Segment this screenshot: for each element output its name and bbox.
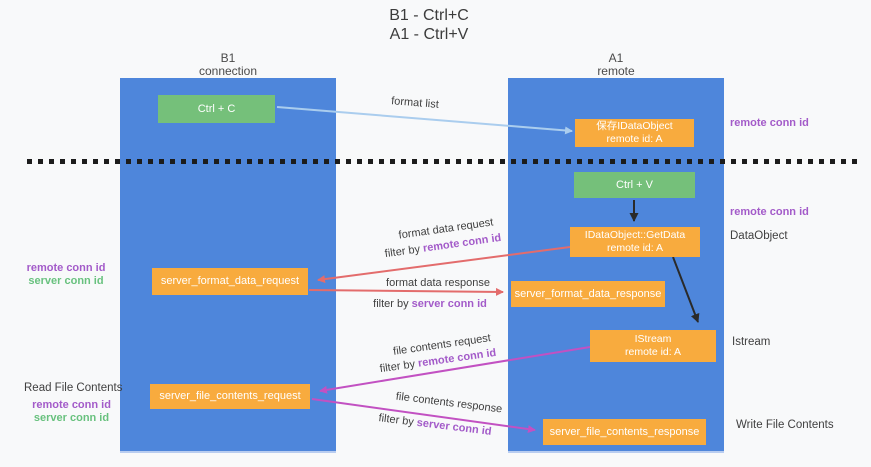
- server-conn-id-text: server conn id: [416, 416, 493, 438]
- right-column-name: A1: [608, 51, 624, 65]
- server-format-data-request-node: server_format_data_request: [152, 268, 308, 295]
- save-idataobject-line2: remote id: A: [606, 133, 663, 145]
- read-server-conn-id: server conn id: [33, 412, 110, 424]
- left-column-name: B1: [220, 51, 236, 65]
- format-data-response-arrow: [308, 287, 504, 296]
- remote-conn-id-annotation-mid: remote conn id: [730, 206, 809, 218]
- left-column-role: connection: [198, 64, 258, 78]
- idataobject-getdata-line2: remote id: A: [606, 242, 664, 254]
- server-format-data-request-label: server_format_data_request: [160, 275, 300, 287]
- filter-by-text: filter by: [377, 412, 418, 429]
- server-format-data-response-node: server_format_data_response: [511, 281, 665, 307]
- file-contents-response-filter-label: filter by server conn id: [378, 412, 492, 438]
- save-idataobject-node: 保存IDataObject remote id: A: [575, 119, 694, 147]
- read-file-contents-label: Read File Contents: [24, 382, 123, 394]
- server-file-contents-request-label: server_file_contents_request: [159, 390, 301, 402]
- left-server-conn-id: server conn id: [28, 275, 104, 287]
- write-file-contents-annotation: Write File Contents: [736, 419, 834, 431]
- ctrl-c-node: Ctrl + C: [158, 95, 275, 123]
- server-file-contents-response-label: server_file_contents_response: [549, 425, 700, 438]
- istream-node: IStream remote id: A: [590, 330, 716, 362]
- istream-line2: remote id: A: [624, 346, 682, 358]
- file-contents-response-edge-label: file contents response: [395, 390, 503, 416]
- diagram-title: B1 - Ctrl+C A1 - Ctrl+V: [389, 6, 469, 44]
- filter-by-text: filter by: [384, 242, 424, 261]
- left-remote-conn-id: remote conn id: [26, 262, 106, 274]
- idataobject-getdata-line1: IDataObject::GetData: [584, 229, 686, 241]
- filter-by-text: filter by: [379, 357, 419, 376]
- phase-divider-dashed-line: [27, 159, 862, 164]
- idataobject-getdata-node: IDataObject::GetData remote id: A: [570, 227, 700, 257]
- server-format-data-response-label: server_format_data_response: [514, 287, 662, 300]
- format-conn-id-annotation: remote conn id server conn id: [24, 262, 108, 288]
- dataobject-annotation: DataObject: [730, 230, 788, 242]
- istream-annotation: Istream: [732, 336, 771, 348]
- ctrl-c-label: Ctrl + C: [197, 102, 236, 115]
- filter-by-text: filter by: [373, 298, 412, 310]
- format-data-response-edge-label: format data response: [386, 277, 490, 289]
- ctrl-v-label: Ctrl + V: [616, 178, 653, 191]
- format-data-response-filter-label: filter by server conn id: [373, 298, 487, 310]
- read-file-contents-annotation: Read File Contents remote conn id server…: [24, 382, 123, 425]
- right-column-header: A1 remote: [508, 52, 724, 78]
- format-list-edge-label: format list: [390, 95, 440, 111]
- title-line-1: B1 - Ctrl+C: [389, 7, 469, 24]
- server-conn-id-text: server conn id: [411, 298, 487, 310]
- ctrl-v-node: Ctrl + V: [574, 172, 695, 198]
- read-remote-conn-id: remote conn id: [32, 399, 111, 411]
- remote-conn-id-annotation-top: remote conn id: [730, 117, 809, 129]
- save-idataobject-line1: 保存IDataObject: [596, 120, 673, 132]
- title-line-2: A1 - Ctrl+V: [389, 26, 469, 43]
- left-column-header: B1 connection: [120, 52, 336, 78]
- right-column-role: remote: [597, 64, 635, 78]
- istream-line1: IStream: [634, 333, 672, 345]
- server-file-contents-request-node: server_file_contents_request: [150, 384, 310, 409]
- server-file-contents-response-node: server_file_contents_response: [543, 419, 706, 445]
